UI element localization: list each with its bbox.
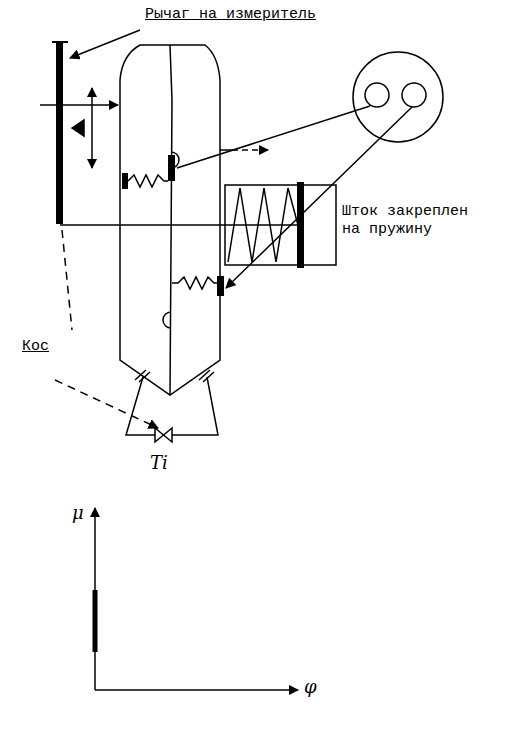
part-label: Рычаг на измеритель — [145, 6, 316, 24]
leader-line — [226, 107, 412, 288]
nozzle-line — [40, 104, 118, 106]
spring-symbol — [128, 175, 168, 187]
flapper-plate — [168, 155, 175, 181]
part-label: Шток закреплен на пружину — [342, 203, 492, 239]
axis-label: φ — [304, 676, 317, 698]
shaft-line — [60, 224, 300, 226]
leader-line — [177, 106, 370, 168]
valve-symbol — [155, 428, 172, 442]
spring-symbol — [172, 277, 218, 289]
motion-arrow — [91, 88, 93, 168]
lever-bar — [56, 42, 63, 224]
flapper-plate — [217, 276, 224, 296]
feedback-line — [62, 230, 72, 330]
axis-label: μ — [72, 502, 84, 524]
nozzle-view-circle — [353, 52, 443, 142]
valve-label: Ti — [150, 452, 168, 474]
characteristic-segment — [93, 590, 98, 652]
pivot-symbol — [72, 120, 84, 136]
spring-symbol — [228, 188, 298, 262]
partition — [170, 45, 172, 395]
axis-x — [95, 689, 298, 691]
vessel-outline — [120, 45, 220, 395]
throttle-symbol — [199, 370, 214, 382]
outlet-arrow — [232, 149, 268, 151]
rod-plate — [297, 182, 304, 268]
feedback-line — [55, 380, 158, 428]
axis-y — [94, 508, 96, 690]
coefficient-label: Кос — [22, 338, 49, 356]
nozzle-hole — [365, 83, 389, 107]
partition-bulge — [163, 312, 171, 328]
nozzle-hole — [402, 83, 426, 107]
